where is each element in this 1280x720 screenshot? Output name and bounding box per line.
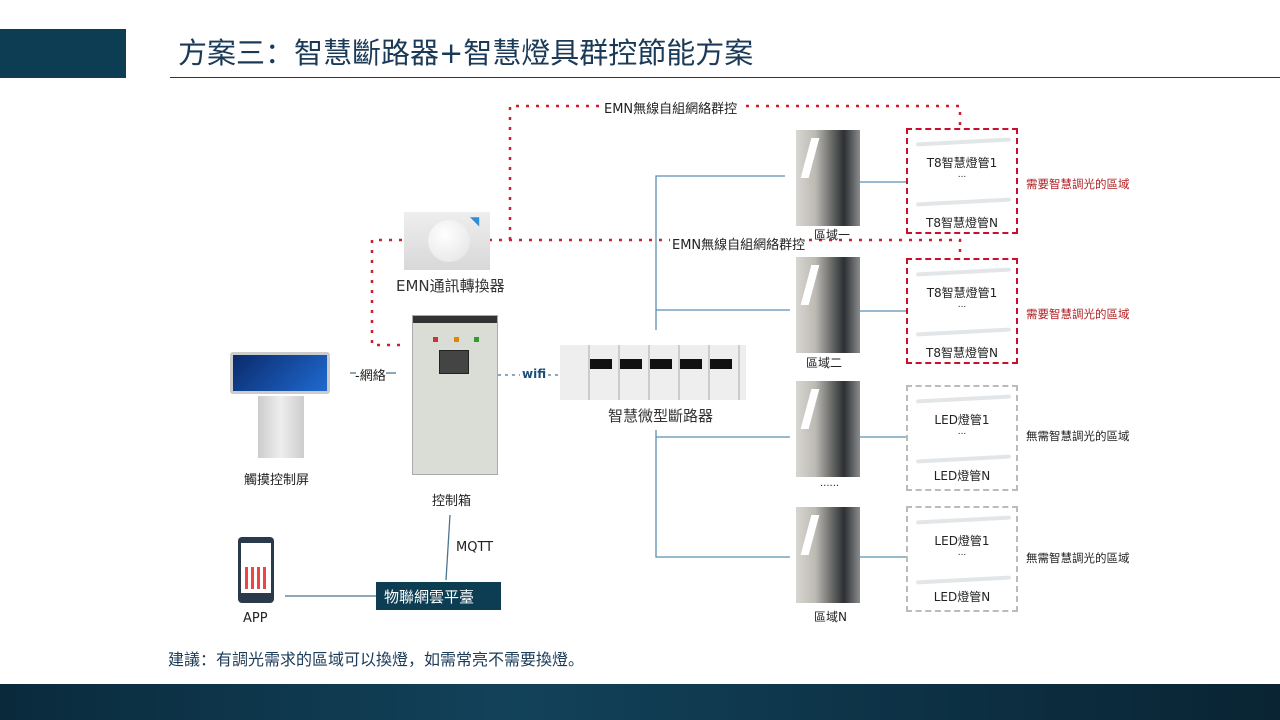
network-label: -網絡 <box>355 369 386 384</box>
lamp-last: T8智慧燈管N <box>926 216 998 230</box>
zone-label: 區域一 <box>814 228 851 242</box>
zone-photo <box>796 130 860 226</box>
title-divider <box>170 77 1280 78</box>
page-title: 方案三：智慧斷路器+智慧燈具群控節能方案 <box>178 36 754 70</box>
lamp-ellipsis: ... <box>957 427 967 437</box>
zone-note: 無需智慧調光的區域 <box>1026 429 1130 443</box>
lamp-last: LED燈管N <box>933 469 991 483</box>
emn-converter-label: EMN通訊轉換器 <box>396 277 505 295</box>
emn-network-label-mid: EMN無線自組網絡群控 <box>670 234 808 253</box>
lamp-group: LED燈管1 ... LED燈管N <box>906 385 1018 491</box>
emn-network-label-top: EMN無線自組網絡群控 <box>602 98 740 117</box>
zone-photo <box>796 507 860 603</box>
lamp-ellipsis: ... <box>957 548 967 558</box>
lamp-first: LED燈管1 <box>934 413 990 427</box>
lamp-first: T8智慧燈管1 <box>926 286 998 300</box>
zone-label: 區域二 <box>806 356 843 370</box>
zone-note: 需要智慧調光的區域 <box>1026 307 1130 321</box>
zone-label: 區域N <box>814 610 847 624</box>
wifi-label: wifi <box>522 367 547 381</box>
touch-screen-image <box>230 352 330 394</box>
zone-photo <box>796 381 860 477</box>
lamp-last: T8智慧燈管N <box>926 346 998 360</box>
footer-banner <box>0 684 1280 720</box>
control-box-image <box>412 315 498 475</box>
wifi-signal-icon: ◥ <box>470 214 480 228</box>
lamp-last: LED燈管N <box>933 590 991 604</box>
zone-label: ...... <box>820 478 840 489</box>
lamp-group: T8智慧燈管1 ... T8智慧燈管N <box>906 128 1018 234</box>
lamp-ellipsis: ... <box>957 300 967 310</box>
control-box-label: 控制箱 <box>432 494 472 509</box>
power-tree <box>655 175 906 558</box>
touch-screen-label: 觸摸控制屏 <box>244 473 310 488</box>
zone-photo <box>796 257 860 353</box>
touch-screen-stand <box>258 396 304 458</box>
lamp-first: LED燈管1 <box>934 534 990 548</box>
data-links <box>285 372 560 597</box>
emn-wireless-links <box>370 104 962 347</box>
lamp-ellipsis: ... <box>957 170 967 180</box>
app-label: APP <box>243 611 268 626</box>
lamp-group: LED燈管1 ... LED燈管N <box>906 506 1018 612</box>
header-accent-block <box>0 29 126 78</box>
emn-converter-image: ◥ <box>404 212 490 270</box>
phone-app-image <box>238 537 274 603</box>
mqtt-label: MQTT <box>456 540 494 555</box>
suggestion-text: 建議：有調光需求的區域可以換燈，如需常亮不需要換燈。 <box>168 650 585 669</box>
smart-breaker-label: 智慧微型斷路器 <box>608 407 714 425</box>
smart-breaker-image <box>560 345 746 400</box>
zone-note: 需要智慧調光的區域 <box>1026 177 1130 191</box>
lamp-first: T8智慧燈管1 <box>926 156 998 170</box>
iot-cloud-platform: 物聯網雲平臺 <box>376 582 501 610</box>
zone-note: 無需智慧調光的區域 <box>1026 551 1130 565</box>
lamp-group: T8智慧燈管1 ... T8智慧燈管N <box>906 258 1018 364</box>
